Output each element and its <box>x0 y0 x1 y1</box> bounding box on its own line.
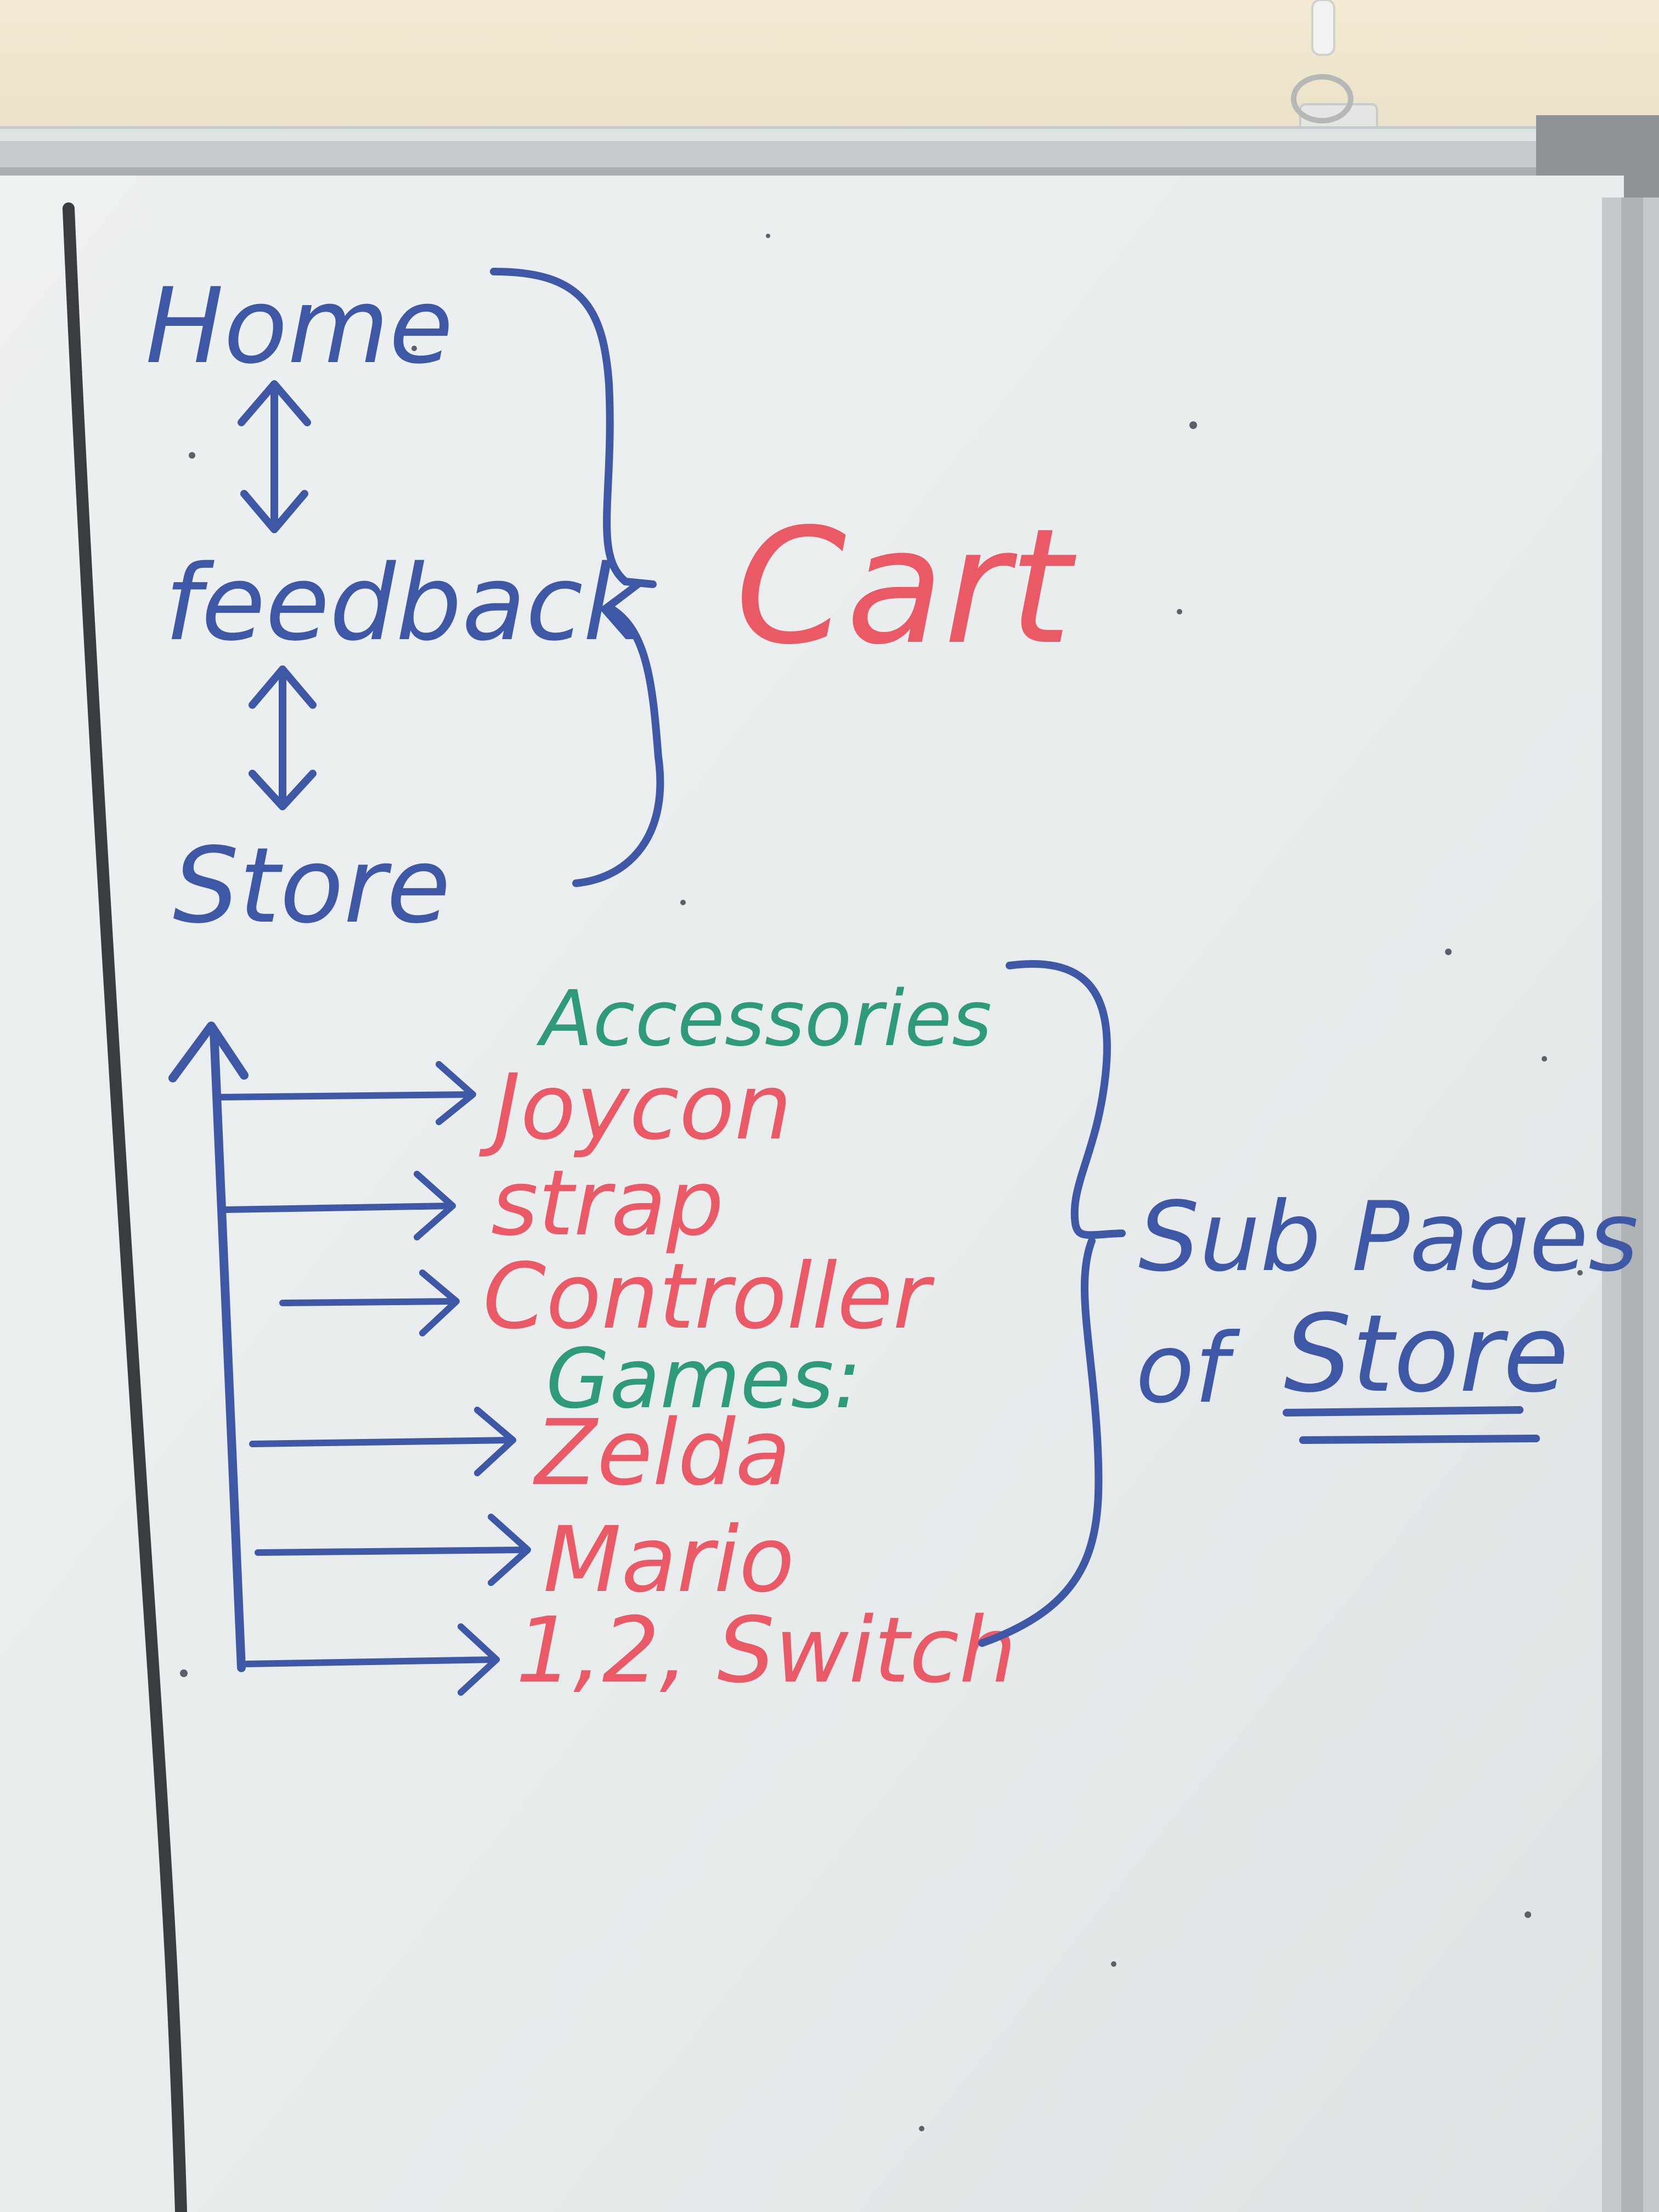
cart-label: Cart <box>735 495 1079 680</box>
game-item-mario: Mario <box>543 1507 794 1612</box>
game-item-zelda: Zelda <box>533 1400 791 1505</box>
game-item-switch: 1,2, Switch <box>516 1598 1017 1703</box>
sub-pages-brace <box>978 960 1126 1647</box>
board-divider-line <box>63 202 187 2212</box>
arrow-right-icon <box>249 1407 516 1476</box>
arrow-right-icon <box>255 1514 531 1586</box>
double-underline <box>1283 1406 1540 1444</box>
sub-pages-label-store: Store <box>1284 1291 1569 1416</box>
vertical-arrow-icon <box>168 1022 249 1672</box>
nav-home-label: Home <box>145 266 453 387</box>
nav-feedback-label: feedback <box>165 543 647 664</box>
nav-store-label: Store <box>173 825 450 946</box>
category-games: Games: <box>546 1331 861 1427</box>
arrow-right-icon <box>213 1061 476 1125</box>
sub-pages-label-line1: Sub Pages <box>1138 1182 1638 1293</box>
board-specks <box>180 234 1583 2131</box>
cart-brace <box>490 268 664 887</box>
sub-pages-label-of: of <box>1136 1313 1240 1425</box>
double-arrow-icon <box>249 665 317 810</box>
arrow-right-icon <box>222 1171 456 1240</box>
accessory-item-controller: Controller <box>483 1244 935 1349</box>
double-arrow-icon <box>238 380 311 533</box>
accessory-item-joycon: Joycon <box>478 1054 792 1160</box>
category-accessories: Accessories <box>536 974 992 1064</box>
accessory-item-strap: strap <box>491 1150 724 1256</box>
arrow-right-icon <box>244 1623 500 1696</box>
arrow-right-icon <box>279 1269 460 1336</box>
